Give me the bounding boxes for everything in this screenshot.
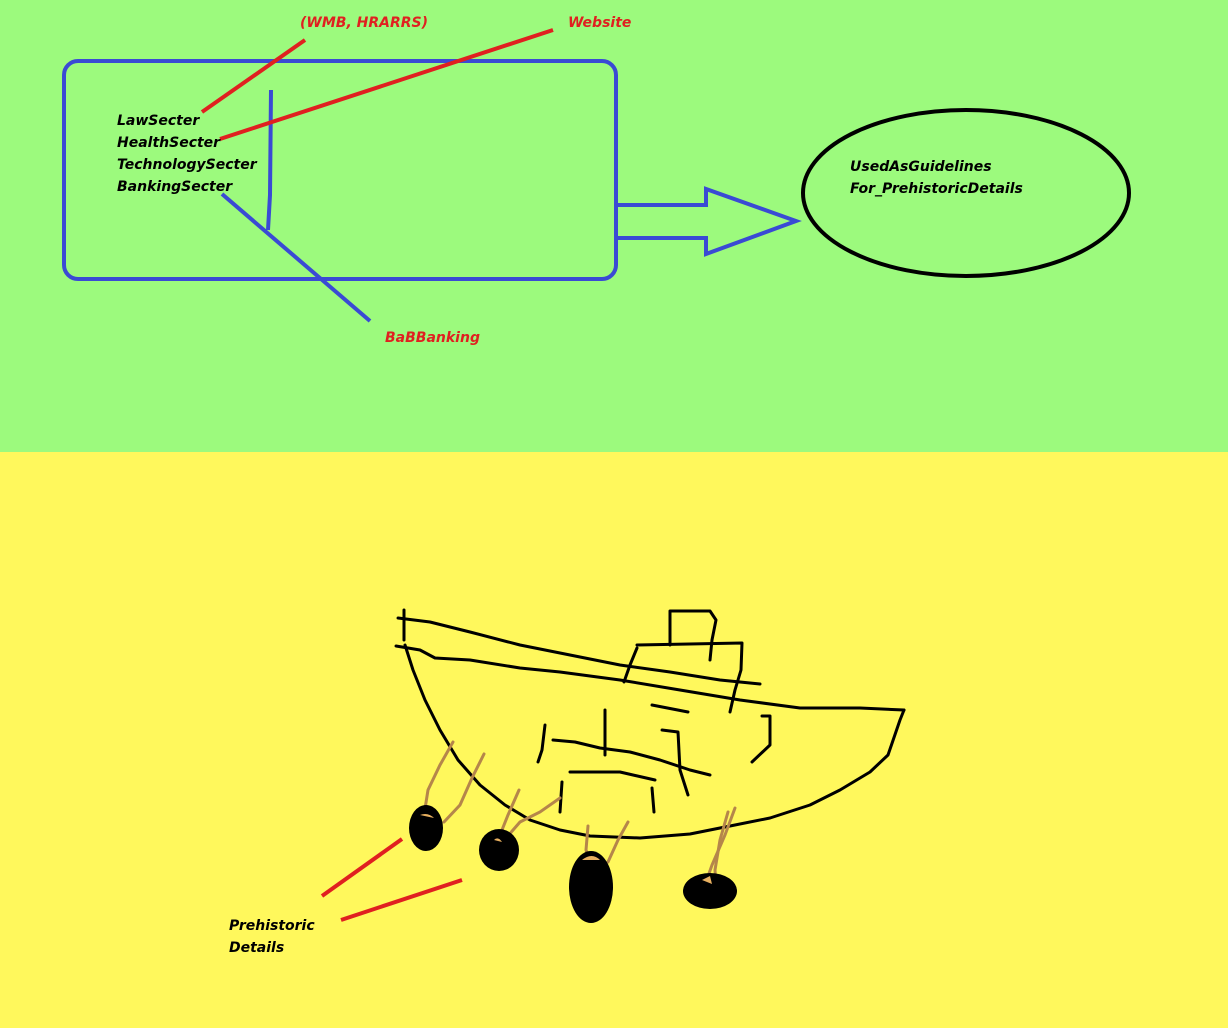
ship-drawing <box>394 608 906 840</box>
bottom-panel <box>0 452 1228 1028</box>
sector-item-technology: TechnologySecter <box>117 157 257 173</box>
sector-item-law: LawSecter <box>117 113 200 129</box>
ellipse-text-line1: UsedAsGuidelines <box>850 159 992 175</box>
sector-list: LawSecter HealthSecter TechnologySecter … <box>117 110 257 198</box>
website-label: Website <box>568 15 632 31</box>
dot-2 <box>479 829 519 871</box>
dot-1 <box>409 805 443 851</box>
prehistoric-dots <box>409 805 737 923</box>
prehistoric-label-line1: Prehistoric <box>229 918 315 934</box>
sector-item-health: HealthSecter <box>117 135 221 151</box>
dot-4 <box>683 873 737 909</box>
prehistoric-label-line2: Details <box>229 940 285 956</box>
website-callout-line <box>219 28 554 141</box>
prehistoric-callout-line-1 <box>320 837 404 898</box>
babbanking-label: BaBBanking <box>385 330 480 346</box>
box-divider-line <box>266 89 273 231</box>
ellipse-text-line2: For_PrehistoricDetails <box>850 181 1023 197</box>
sector-box <box>62 59 618 281</box>
prehistoric-callout-line-2 <box>340 878 463 922</box>
sector-item-banking: BankingSecter <box>117 179 233 195</box>
wmb-callout-line <box>200 38 307 114</box>
dot-highlights <box>420 814 712 884</box>
wmb-hrarrs-label: (WMB, HRARRS) <box>300 15 429 31</box>
right-arrow-icon <box>618 186 802 257</box>
dot-3 <box>569 851 613 923</box>
guidelines-ellipse <box>801 108 1131 278</box>
babbanking-callout-line <box>220 192 372 323</box>
